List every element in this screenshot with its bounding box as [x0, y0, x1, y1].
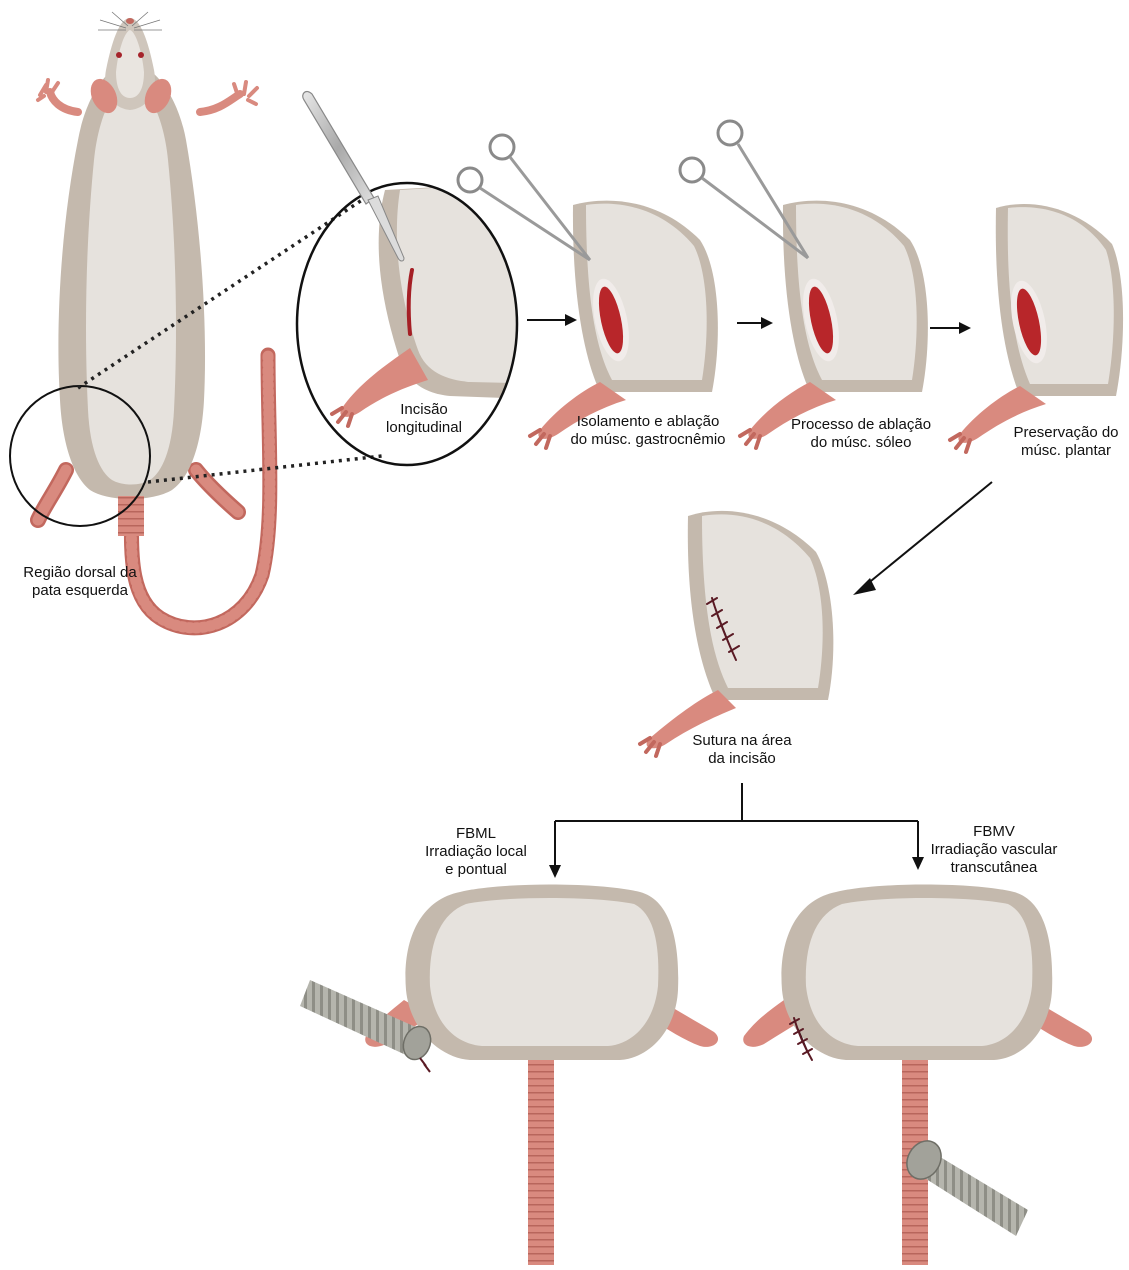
step-suture: [640, 511, 833, 756]
step-plantar: [950, 204, 1123, 452]
rat-right-arm: [200, 94, 240, 112]
tail: [528, 1050, 554, 1265]
label-suture: Sutura na área da incisão: [682, 732, 802, 768]
branch-connector: [549, 783, 924, 878]
label-soleus: Processo de ablação do músc. sóleo: [776, 416, 946, 452]
scalpel-icon: [303, 92, 404, 261]
rat-tail-base: [118, 496, 144, 536]
label-fbml: FBML Irradiação local e pontual: [406, 825, 546, 879]
fbml-illustration: [300, 885, 718, 1266]
label-fbmv: FBMV Irradiação vascular transcutânea: [918, 823, 1070, 877]
label-dorsal-region: Região dorsal da pata esquerda: [4, 564, 156, 600]
label-plantar: Preservação do músc. plantar: [1006, 424, 1126, 460]
label-isolation: Isolamento e ablação do músc. gastrocnêm…: [558, 413, 738, 449]
fbmv-illustration: [743, 885, 1092, 1266]
rat-illustration: [10, 12, 270, 628]
step-soleus: [680, 121, 928, 448]
label-incision: Incisão longitudinal: [372, 401, 476, 437]
rat-left-arm: [50, 92, 78, 112]
